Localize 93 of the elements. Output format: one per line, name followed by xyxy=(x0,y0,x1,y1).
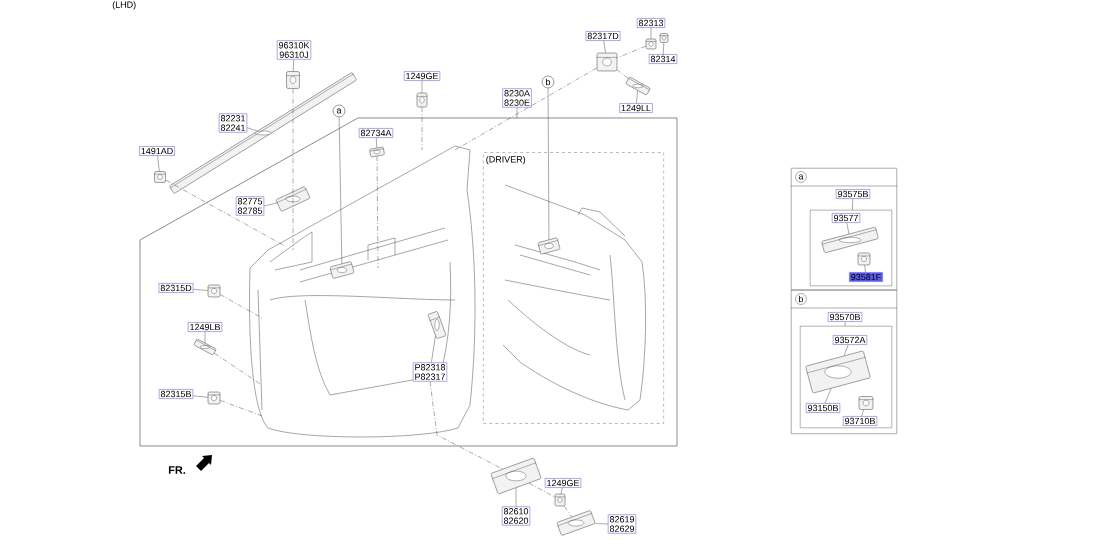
bolt-drawing xyxy=(193,339,217,355)
leader-line xyxy=(376,137,377,148)
leader-line xyxy=(338,117,343,264)
leader-line xyxy=(852,198,854,211)
leader-line xyxy=(421,80,423,93)
part-number-label: 1249LB xyxy=(187,322,223,332)
part-number-label: 93710B xyxy=(842,416,878,426)
insert-drawing xyxy=(428,311,446,339)
part-number-label: 82314 xyxy=(648,54,678,64)
leader-line xyxy=(846,222,850,235)
part-number-label: P82318 P82317 xyxy=(412,362,448,382)
switch-assembly-drawing xyxy=(805,350,871,394)
direction-label: FR. xyxy=(168,466,186,474)
leader-line xyxy=(192,395,208,398)
leader-line xyxy=(861,409,864,417)
leader-line xyxy=(263,202,278,207)
part-number-label: 93575B xyxy=(835,189,871,199)
leader-line xyxy=(193,289,208,291)
leader-line xyxy=(843,344,849,356)
nut-drawing xyxy=(645,38,657,50)
assembly-line xyxy=(421,107,423,151)
inset-box xyxy=(799,325,893,429)
part-number-label: 82775 82785 xyxy=(235,196,265,216)
part-number-label: 93572A xyxy=(832,335,868,345)
part-number-label: 1491AD xyxy=(139,146,175,156)
leader-line xyxy=(431,335,436,363)
plug-drawing xyxy=(154,171,166,183)
leader-line xyxy=(547,88,550,240)
bracket-drawing xyxy=(596,52,618,72)
leader-line xyxy=(636,90,638,104)
part-number-label: 93581F xyxy=(849,272,883,282)
part-number-label: 82315B xyxy=(158,389,194,399)
assembly-line xyxy=(454,67,597,151)
leader-line xyxy=(864,265,866,273)
washer-drawing xyxy=(659,33,669,43)
part-number-label: 1249LL xyxy=(619,103,653,113)
clip-drawing xyxy=(207,284,221,298)
assembly-line xyxy=(528,482,555,498)
leader-line xyxy=(246,127,258,132)
leader-line xyxy=(603,40,606,53)
clip-drawing xyxy=(286,71,300,89)
switch-drawing xyxy=(858,396,874,410)
leader-line xyxy=(204,331,206,343)
part-number-label: 93577 xyxy=(831,213,861,223)
leader-line xyxy=(157,155,160,172)
assembly-line xyxy=(165,179,286,247)
part-number-label: 82610 82620 xyxy=(501,506,531,526)
leader-line xyxy=(516,107,518,119)
part-number-label: 1249GE xyxy=(544,478,582,488)
assembly-line xyxy=(292,88,294,251)
panel-frame xyxy=(139,117,678,447)
part-number-label: 82313 xyxy=(636,18,666,28)
cap-drawing xyxy=(369,146,385,158)
part-number-label: 82231 82241 xyxy=(218,113,248,133)
screw-drawing xyxy=(416,92,428,108)
assembly-line xyxy=(214,353,263,386)
bezel-drawing xyxy=(821,227,879,253)
leader-line xyxy=(824,388,832,404)
clip-drawing xyxy=(207,391,221,405)
assembly-line xyxy=(376,156,379,269)
assembly-line xyxy=(429,381,503,470)
switch-drawing xyxy=(329,261,355,279)
inset-box xyxy=(809,209,893,287)
part-number-label: 96310K 96310J xyxy=(276,40,312,60)
part-number-label: 82734A xyxy=(358,128,394,138)
leader-line xyxy=(293,59,294,72)
assembly-line xyxy=(617,69,629,79)
dashed-frame: (DRIVER) xyxy=(483,152,664,424)
part-number-label: 93570B xyxy=(827,312,863,322)
leader-line xyxy=(663,42,664,55)
assembly-line xyxy=(220,294,263,319)
switch-drawing xyxy=(857,252,871,266)
part-number-label: 82317D xyxy=(585,31,621,41)
leader-line xyxy=(650,27,652,39)
switch-drawing xyxy=(537,237,561,255)
part-number-label: 82619 82629 xyxy=(607,514,637,534)
part-number-label: 1249GE xyxy=(403,71,441,81)
screw-drawing xyxy=(554,493,566,507)
leader-line xyxy=(560,487,563,494)
cover-drawing xyxy=(556,510,596,536)
handle-drawing xyxy=(490,458,542,494)
part-number-label: 82315D xyxy=(158,283,194,293)
leader-line xyxy=(595,523,609,525)
part-number-label: 93150B xyxy=(805,403,841,413)
cover-drawing xyxy=(276,186,310,212)
assembly-line xyxy=(220,400,263,417)
leader-line xyxy=(515,487,517,507)
assembly-line xyxy=(564,506,572,518)
leader-line xyxy=(844,321,846,327)
assembly-line xyxy=(617,45,646,59)
note-text: (LHD) xyxy=(112,1,136,10)
part-number-label: 8230A 8230E xyxy=(502,88,532,108)
screw-drawing xyxy=(625,77,651,95)
